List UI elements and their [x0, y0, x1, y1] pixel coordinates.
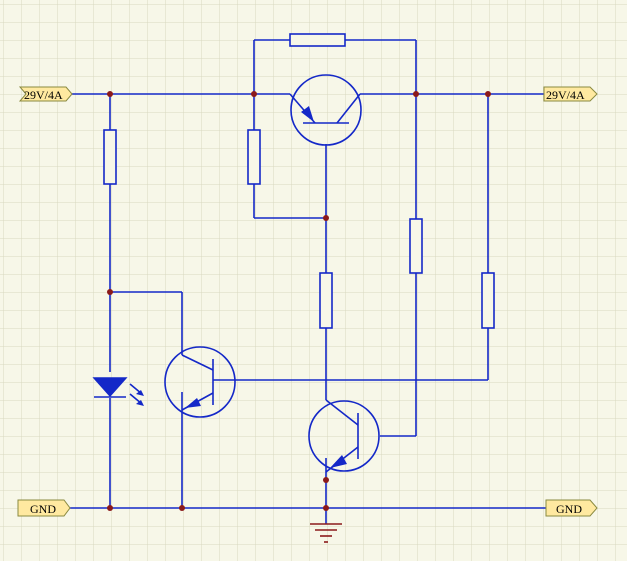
- wires: [62, 39, 546, 524]
- junction-dot: [179, 505, 185, 511]
- transistor-q1: [289, 74, 362, 146]
- port-gnd-left-label: GND: [30, 502, 56, 516]
- junction-dot: [323, 477, 329, 483]
- transistor-q2-collector: [325, 399, 359, 426]
- led-triangle: [92, 377, 128, 398]
- junction-dot: [485, 91, 491, 97]
- junction-dot: [323, 215, 329, 221]
- resistor-r1: [103, 129, 117, 185]
- port-power-out: 29V/4A: [543, 86, 598, 102]
- resistor-r4: [409, 218, 423, 274]
- resistor-r5: [481, 272, 495, 329]
- resistor-r2: [247, 129, 261, 185]
- port-gnd-left: GND: [17, 499, 71, 517]
- resistor-top: [289, 33, 346, 47]
- led-ray-1-head: [136, 390, 144, 396]
- transistor-q3: [164, 346, 236, 418]
- transistor-q2: [308, 399, 380, 473]
- transistor-q1-collector: [336, 93, 361, 124]
- port-gnd-right-shape: [545, 499, 598, 517]
- ground-symbol: [310, 523, 342, 543]
- junction-dot: [107, 91, 113, 97]
- port-power-in-label: 29V/4A: [24, 88, 63, 102]
- junction-dot: [251, 91, 257, 97]
- junction-dot: [413, 91, 419, 97]
- transistor-q1-body: [290, 74, 362, 146]
- port-power-in-shape: [18, 86, 73, 102]
- transistor-q2-arrow: [330, 455, 347, 468]
- junction-dot: [107, 505, 113, 511]
- port-power-out-label: 29V/4A: [546, 88, 585, 102]
- port-gnd-right: GND: [545, 499, 598, 517]
- transistor-q1-arrow: [301, 106, 314, 122]
- port-gnd-right-label: GND: [556, 502, 582, 516]
- port-gnd-left-shape: [17, 499, 71, 517]
- port-power-in: 29V/4A: [18, 86, 73, 102]
- transistor-q3-arrow: [185, 398, 201, 408]
- resistors: [103, 33, 495, 329]
- resistor-r3: [319, 272, 333, 329]
- junction-dot: [323, 505, 329, 511]
- transistor-q3-body: [164, 346, 236, 418]
- led-ray-2-head: [136, 400, 144, 406]
- transistor-q2-body: [308, 400, 380, 472]
- transistor-q3-collector: [181, 354, 214, 371]
- junction-dot: [107, 289, 113, 295]
- port-power-out-shape: [543, 86, 598, 102]
- led: [92, 377, 144, 406]
- junctions: [107, 91, 491, 511]
